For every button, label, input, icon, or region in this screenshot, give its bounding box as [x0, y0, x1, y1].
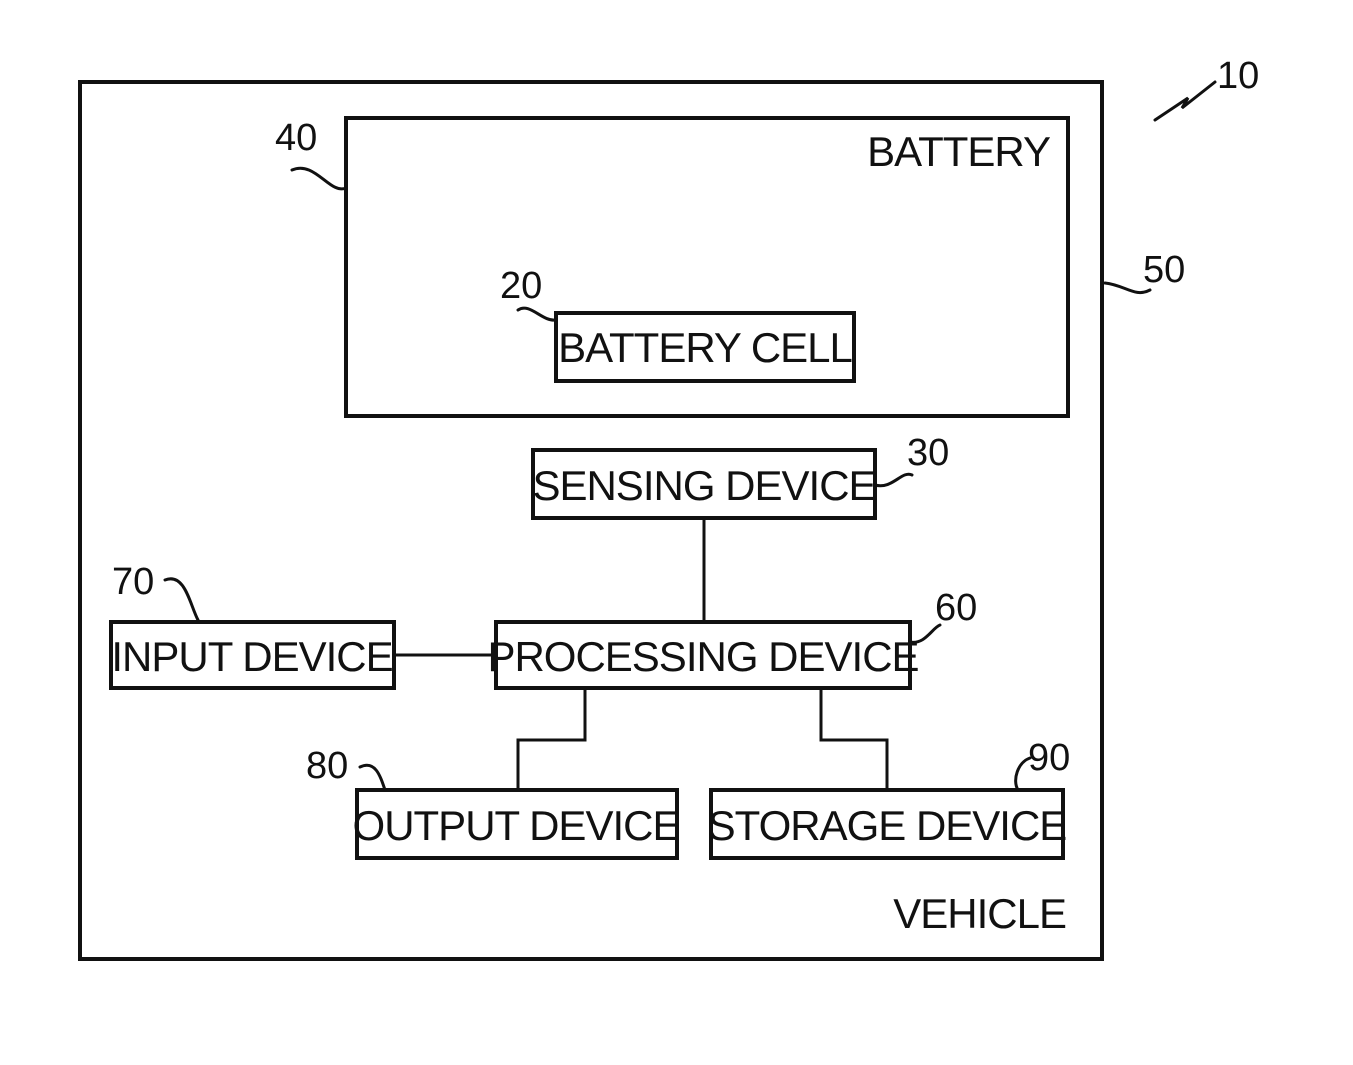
battery-ref: 40 — [275, 117, 317, 159]
figure-ref-leader — [1155, 82, 1215, 120]
processing-device-ref: 60 — [935, 587, 977, 629]
output-device-ref: 80 — [306, 745, 348, 787]
sensing-device-ref: 30 — [907, 432, 949, 474]
vehicle-ref: 50 — [1143, 249, 1185, 291]
sensing-device-label: SENSING DEVICE — [532, 462, 875, 509]
output-device-label: OUTPUT DEVICE — [353, 802, 680, 849]
figure-ref: 10 — [1217, 55, 1259, 97]
input-device-label: INPUT DEVICE — [111, 633, 392, 680]
battery-label: BATTERY — [867, 128, 1051, 175]
battery-cell-ref: 20 — [500, 265, 542, 307]
processing-device-label: PROCESSING DEVICE — [487, 633, 918, 680]
vehicle-label: VEHICLE — [893, 890, 1066, 937]
storage-device-ref: 90 — [1028, 737, 1070, 779]
input-device-ref: 70 — [112, 561, 154, 603]
battery-cell-label: BATTERY CELL — [558, 324, 852, 371]
storage-device-label: STORAGE DEVICE — [708, 802, 1067, 849]
